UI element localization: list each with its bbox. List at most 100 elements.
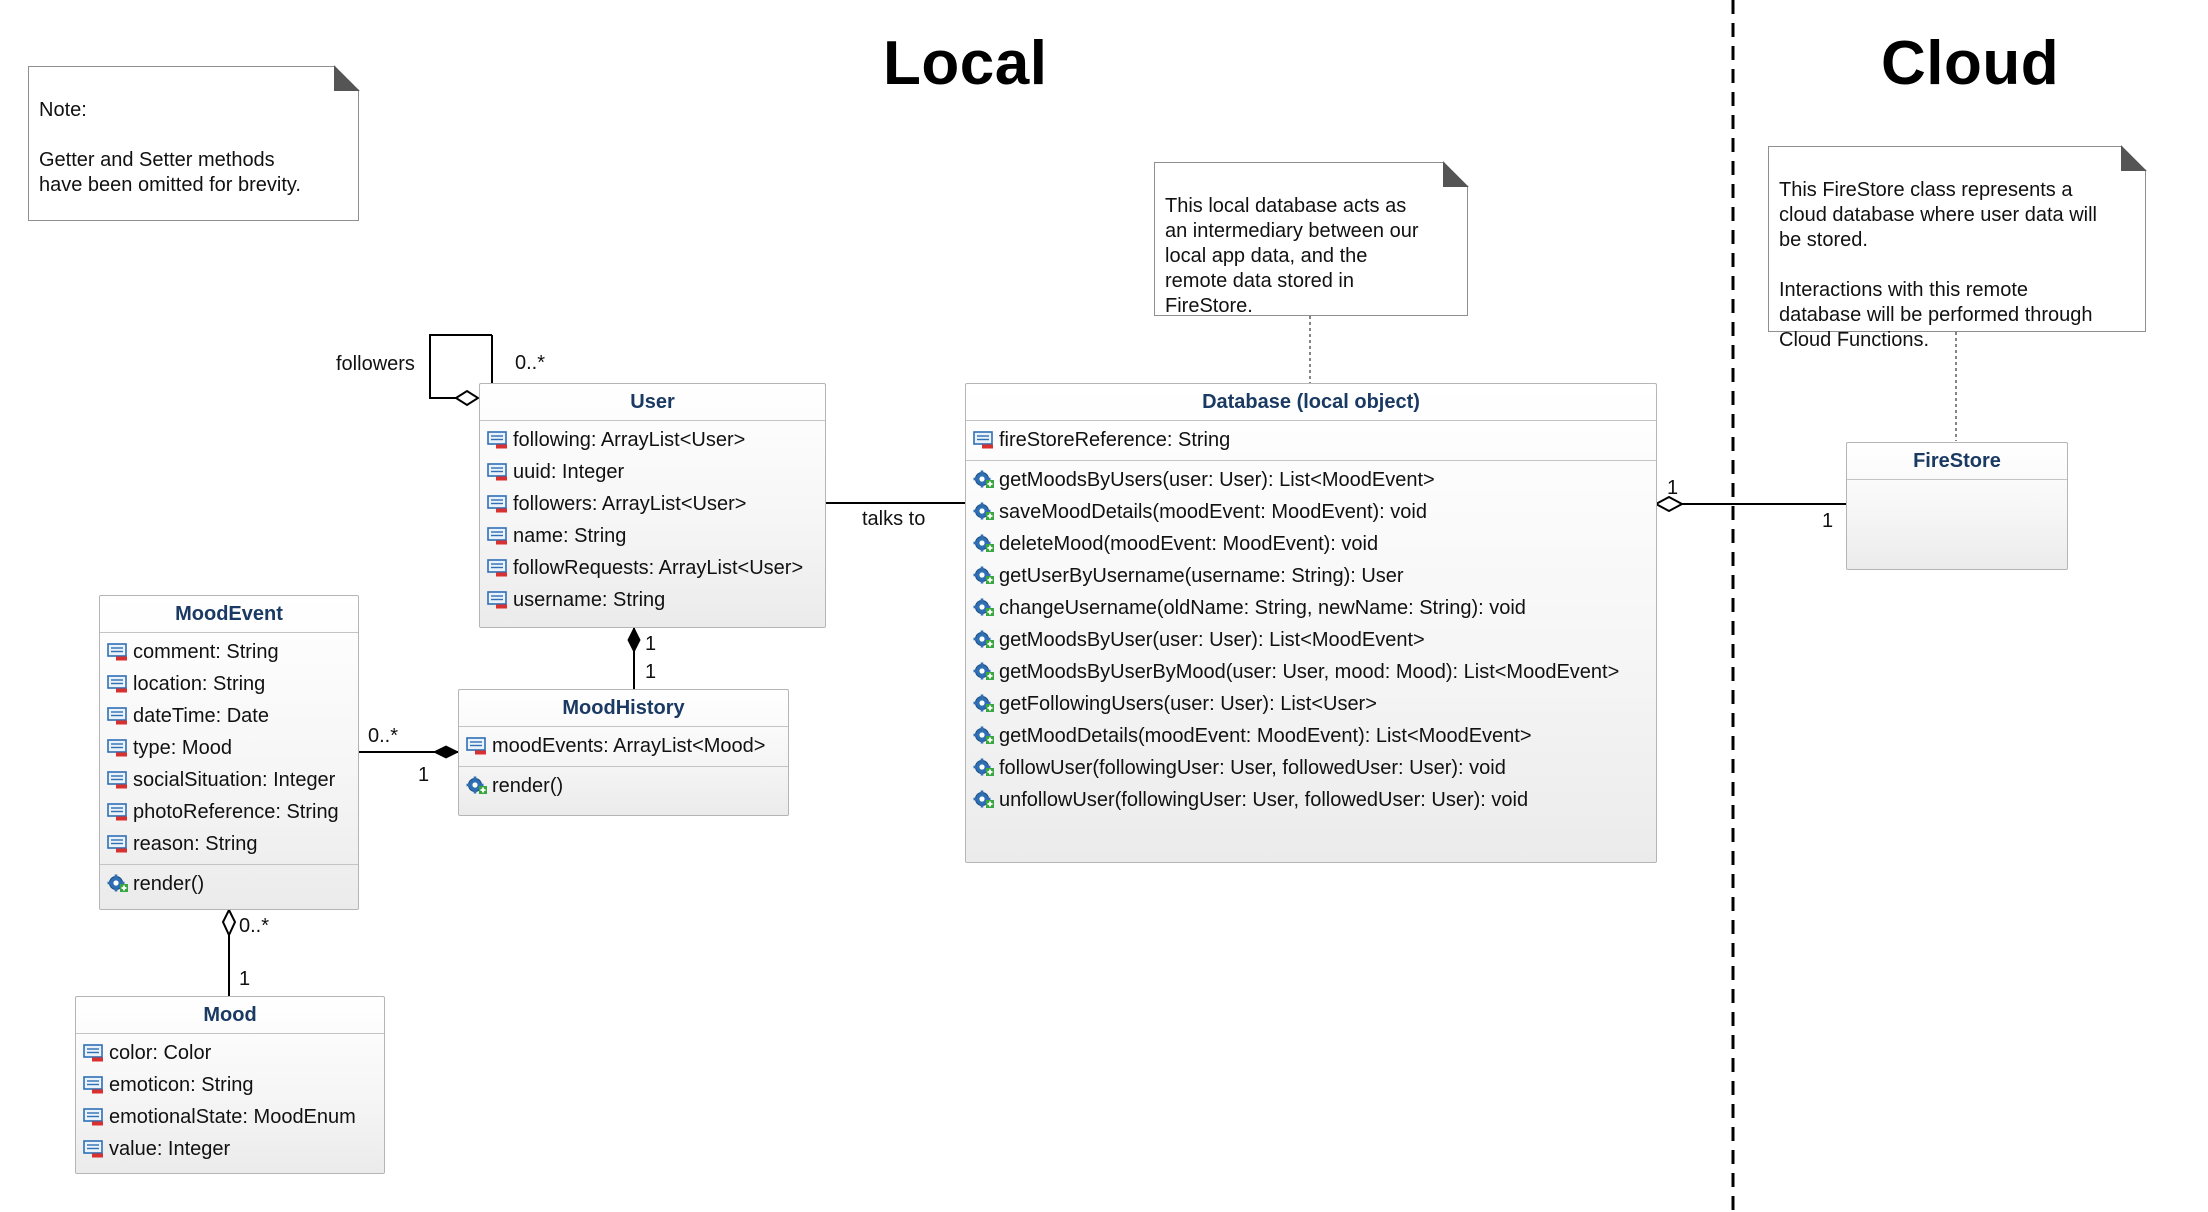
field-icon	[466, 737, 486, 755]
moodevent-moodhistory-source-mult: 0..*	[368, 725, 399, 747]
operation-row[interactable]: getFollowingUsers(user: User): List<User…	[966, 688, 1656, 720]
attribute-row[interactable]: reason: String	[100, 828, 358, 860]
attribute-row[interactable]: name: String	[480, 520, 825, 552]
note-text: Note: Getter and Setter methods have bee…	[39, 99, 301, 196]
attribute-row[interactable]: emotionalState: MoodEnum	[76, 1101, 384, 1133]
attribute-row[interactable]: followers: ArrayList<User>	[480, 488, 825, 520]
attribute-row[interactable]: uuid: Integer	[480, 456, 825, 488]
operation-row[interactable]: render()	[459, 770, 788, 802]
gear-plus-icon	[973, 726, 994, 744]
attribute-row[interactable]: moodEvents: ArrayList<Mood>	[459, 730, 788, 762]
class-name: FireStore	[1847, 443, 2067, 480]
class-database[interactable]: Database (local object)fireStoreReferenc…	[965, 383, 1657, 863]
operations-section: render()	[100, 865, 358, 904]
field-icon	[487, 559, 507, 577]
attribute-row[interactable]: emoticon: String	[76, 1069, 384, 1101]
attribute-row[interactable]: comment: String	[100, 636, 358, 668]
attribute-text: emotionalState: MoodEnum	[109, 1106, 356, 1128]
note-fold-icon	[334, 65, 360, 91]
field-icon	[487, 591, 507, 609]
attribute-row[interactable]: location: String	[100, 668, 358, 700]
firestore-note: This FireStore class represents a cloud …	[1768, 145, 2147, 351]
attribute-row[interactable]: followRequests: ArrayList<User>	[480, 552, 825, 584]
class-name: Mood	[76, 997, 384, 1034]
attribute-row[interactable]: socialSituation: Integer	[100, 764, 358, 796]
attribute-text: reason: String	[133, 833, 258, 855]
database-note-text: This local database acts as an intermedi…	[1165, 195, 1419, 317]
gear-plus-icon	[973, 694, 994, 712]
moodevent-moodhistory-diamond	[432, 745, 460, 759]
operation-row[interactable]: saveMoodDetails(moodEvent: MoodEvent): v…	[966, 496, 1656, 528]
gear-plus-icon	[973, 662, 994, 680]
attribute-text: emoticon: String	[109, 1074, 254, 1096]
gear-plus-icon	[973, 598, 994, 616]
attribute-text: dateTime: Date	[133, 705, 269, 727]
moodevent-mood-target-mult: 1	[239, 968, 251, 990]
field-icon	[487, 431, 507, 449]
class-mood[interactable]: Mood color: Color emoticon: String emotiona…	[75, 996, 385, 1174]
field-icon	[487, 527, 507, 545]
attribute-text: moodEvents: ArrayList<Mood>	[492, 735, 766, 757]
operation-text: getUserByUsername(username: String): Use…	[999, 565, 1404, 587]
operations-section: getMoodsByUsers(user: User): List<MoodEv…	[966, 461, 1656, 820]
attribute-row[interactable]: username: String	[480, 584, 825, 616]
operation-text: render()	[492, 775, 564, 797]
attribute-text: name: String	[513, 525, 627, 547]
attribute-text: uuid: Integer	[513, 461, 625, 483]
operation-row[interactable]: getMoodsByUsers(user: User): List<MoodEv…	[966, 464, 1656, 496]
operation-text: unfollowUser(followingUser: User, follow…	[999, 789, 1529, 811]
field-icon	[107, 643, 127, 661]
operation-text: saveMoodDetails(moodEvent: MoodEvent): v…	[999, 501, 1427, 523]
operation-row[interactable]: getMoodsByUserByMood(user: User, mood: M…	[966, 656, 1656, 688]
attribute-row[interactable]: fireStoreReference: String	[966, 424, 1656, 456]
attribute-text: fireStoreReference: String	[999, 429, 1231, 451]
operation-row[interactable]: unfollowUser(followingUser: User, follow…	[966, 784, 1656, 816]
attribute-text: followRequests: ArrayList<User>	[513, 557, 804, 579]
attribute-text: color: Color	[109, 1042, 212, 1064]
operation-row[interactable]: changeUsername(oldName: String, newName:…	[966, 592, 1656, 624]
attribute-text: value: Integer	[109, 1138, 231, 1160]
field-icon	[973, 431, 993, 449]
field-icon	[107, 803, 127, 821]
note-fold-icon	[2121, 145, 2147, 171]
field-icon	[83, 1076, 103, 1094]
operation-row[interactable]: getUserByUsername(username: String): Use…	[966, 560, 1656, 592]
operation-text: getMoodsByUser(user: User): List<MoodEve…	[999, 629, 1425, 651]
field-icon	[487, 463, 507, 481]
field-icon	[83, 1108, 103, 1126]
attribute-row[interactable]: type: Mood	[100, 732, 358, 764]
operation-row[interactable]: getMoodDetails(moodEvent: MoodEvent): Li…	[966, 720, 1656, 752]
operation-row[interactable]: deleteMood(moodEvent: MoodEvent): void	[966, 528, 1656, 560]
local-heading: Local	[883, 29, 1048, 98]
operation-row[interactable]: followUser(followingUser: User, followed…	[966, 752, 1656, 784]
attribute-row[interactable]: following: ArrayList<User>	[480, 424, 825, 456]
operation-text: getFollowingUsers(user: User): List<User…	[999, 693, 1377, 715]
class-firestore[interactable]: FireStore	[1846, 442, 2068, 570]
database-firestore-source-mult: 1	[1667, 477, 1679, 499]
attribute-row[interactable]: color: Color	[76, 1037, 384, 1069]
field-icon	[107, 835, 127, 853]
operation-text: getMoodsByUserByMood(user: User, mood: M…	[999, 661, 1620, 683]
gear-plus-icon	[973, 630, 994, 648]
attribute-row[interactable]: value: Integer	[76, 1133, 384, 1165]
operation-row[interactable]: getMoodsByUser(user: User): List<MoodEve…	[966, 624, 1656, 656]
firestore-note-text: This FireStore class represents a cloud …	[1779, 179, 2097, 351]
note-fold-icon	[1443, 161, 1469, 187]
followers-multiplicity: 0..*	[515, 352, 546, 374]
operation-text: followUser(followingUser: User, followed…	[999, 757, 1506, 779]
operation-row[interactable]: render()	[100, 868, 358, 900]
class-name: User	[480, 384, 825, 421]
user-moodhistory-target-mult: 1	[645, 661, 657, 683]
gear-plus-icon	[973, 566, 994, 584]
attributes-section: moodEvents: ArrayList<Mood>	[459, 727, 788, 767]
attribute-row[interactable]: dateTime: Date	[100, 700, 358, 732]
gear-plus-icon	[973, 534, 994, 552]
user-moodhistory-source-mult: 1	[645, 633, 657, 655]
field-icon	[83, 1140, 103, 1158]
attribute-row[interactable]: photoReference: String	[100, 796, 358, 828]
gear-plus-icon	[107, 874, 128, 892]
